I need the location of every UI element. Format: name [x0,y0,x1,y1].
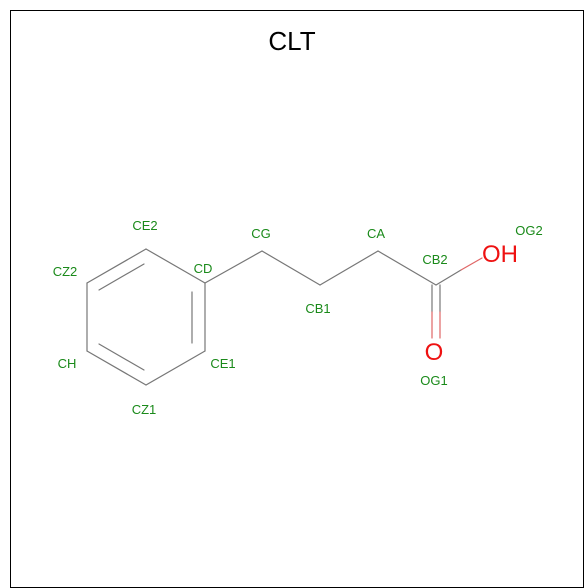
bond-cb2-og2 [435,269,462,286]
atom-label-ce1: CE1 [210,356,235,371]
bond-cd-cg [204,250,263,284]
atom-label-ca: CA [367,226,385,241]
carbon-chain [204,250,483,339]
aromatic-inner-top [98,263,145,291]
bond-ce2-cd [145,248,206,284]
atom-label-ce2: CE2 [132,218,157,233]
atom-label-cg: CG [251,226,271,241]
atom-label-cz2: CZ2 [53,264,78,279]
atom-label-cb1: CB1 [305,301,330,316]
carbonyl-o: O [425,339,444,366]
atom-label-ch: CH [58,356,77,371]
bond-og2-red [460,257,483,271]
bond-cg-cb1 [261,250,321,286]
atom-label-cd: CD [194,261,213,276]
bond-ca-cb2 [377,250,437,286]
bond-cb1-ca [319,250,379,286]
atom-label-cb2: CB2 [422,252,447,267]
benzene-ring [86,248,206,386]
hydroxyl-oh: OH [482,241,518,268]
aromatic-inner-bottom [98,343,145,371]
atom-labels: CE2 CZ2 CD CH CE1 CZ1 CG CB1 CA CB2 OG2 … [53,218,543,417]
atom-label-og1: OG1 [420,373,447,388]
bond-ce1-cz1 [145,350,206,386]
diagram-border [10,10,584,588]
diagram-title: CLT [268,26,315,56]
atom-label-cz1: CZ1 [132,402,157,417]
bond-cz1-ch [86,350,147,386]
bond-cz2-ce2 [86,248,147,284]
atom-label-og2: OG2 [515,223,542,238]
